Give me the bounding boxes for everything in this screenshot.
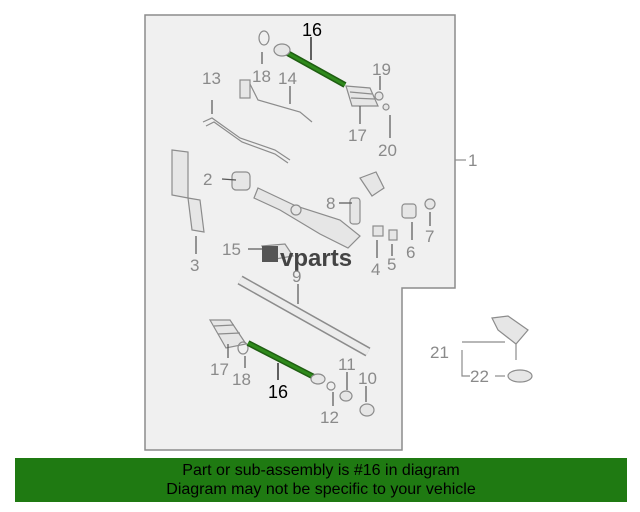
tie-rod-end-21 [491,315,529,345]
bushing-2 [231,171,251,191]
tie-rod-lower [246,340,326,385]
callout-10: 10 [358,369,377,388]
callout-17-top: 17 [348,126,367,145]
assembly-outline [144,14,456,451]
boot-upper [345,85,390,111]
pinion-8 [349,197,361,225]
seal-4 [372,225,384,237]
callout-21: 21 [430,343,449,362]
callout-7: 7 [425,227,434,246]
ring-12 [326,381,336,391]
callout-2: 2 [203,170,212,189]
valve-body [359,171,385,197]
callout-16-bottom: 16 [268,382,288,402]
callout-22: 22 [470,367,489,386]
callout-19: 19 [372,60,391,79]
callout-14: 14 [278,69,297,88]
bracket-2 [171,149,189,199]
callout-17-bottom: 17 [210,360,229,379]
tie-rod-upper [273,43,347,88]
bracket-3 [187,197,205,233]
banner-line-1: Part or sub-assembly is #16 in diagram [182,462,460,479]
callout-16-top: 16 [302,20,322,40]
callout-5: 5 [387,255,396,274]
callout-11: 11 [338,355,356,374]
banner-line-2: Diagram may not be specific to your vehi… [166,481,476,498]
watermark-text: vparts [280,245,352,272]
callout-18-bottom: 18 [232,370,251,389]
callout-6: 6 [406,243,415,262]
cap-7 [424,198,436,210]
callout-9: 9 [292,267,301,286]
bushing-10 [359,403,375,417]
rack-housing [253,187,361,249]
callout-18-top: 18 [252,67,271,86]
callout-20: 20 [378,141,397,160]
hose-13b [205,121,289,164]
callout-1: 1 [468,151,477,170]
clamp-18-lower [237,341,249,355]
info-banner: Part or sub-assembly is #16 in diagram D… [15,458,627,502]
hose-13 [202,117,291,161]
callout-12: 12 [320,408,339,427]
callout-3: 3 [190,256,199,275]
clamp-18-upper [258,30,270,46]
bushing-6 [401,203,417,219]
rack-9 [237,275,371,357]
hose-14-fitting [239,79,251,99]
callout-15: 15 [222,240,241,259]
watermark-logo: vparts [262,245,352,272]
boot-22 [507,369,533,383]
callout-13: 13 [202,69,221,88]
callout-8: 8 [326,194,335,213]
leader-arrows [195,37,431,406]
seal-11 [339,390,353,402]
callout-4: 4 [371,260,380,279]
nut-5 [388,229,398,241]
